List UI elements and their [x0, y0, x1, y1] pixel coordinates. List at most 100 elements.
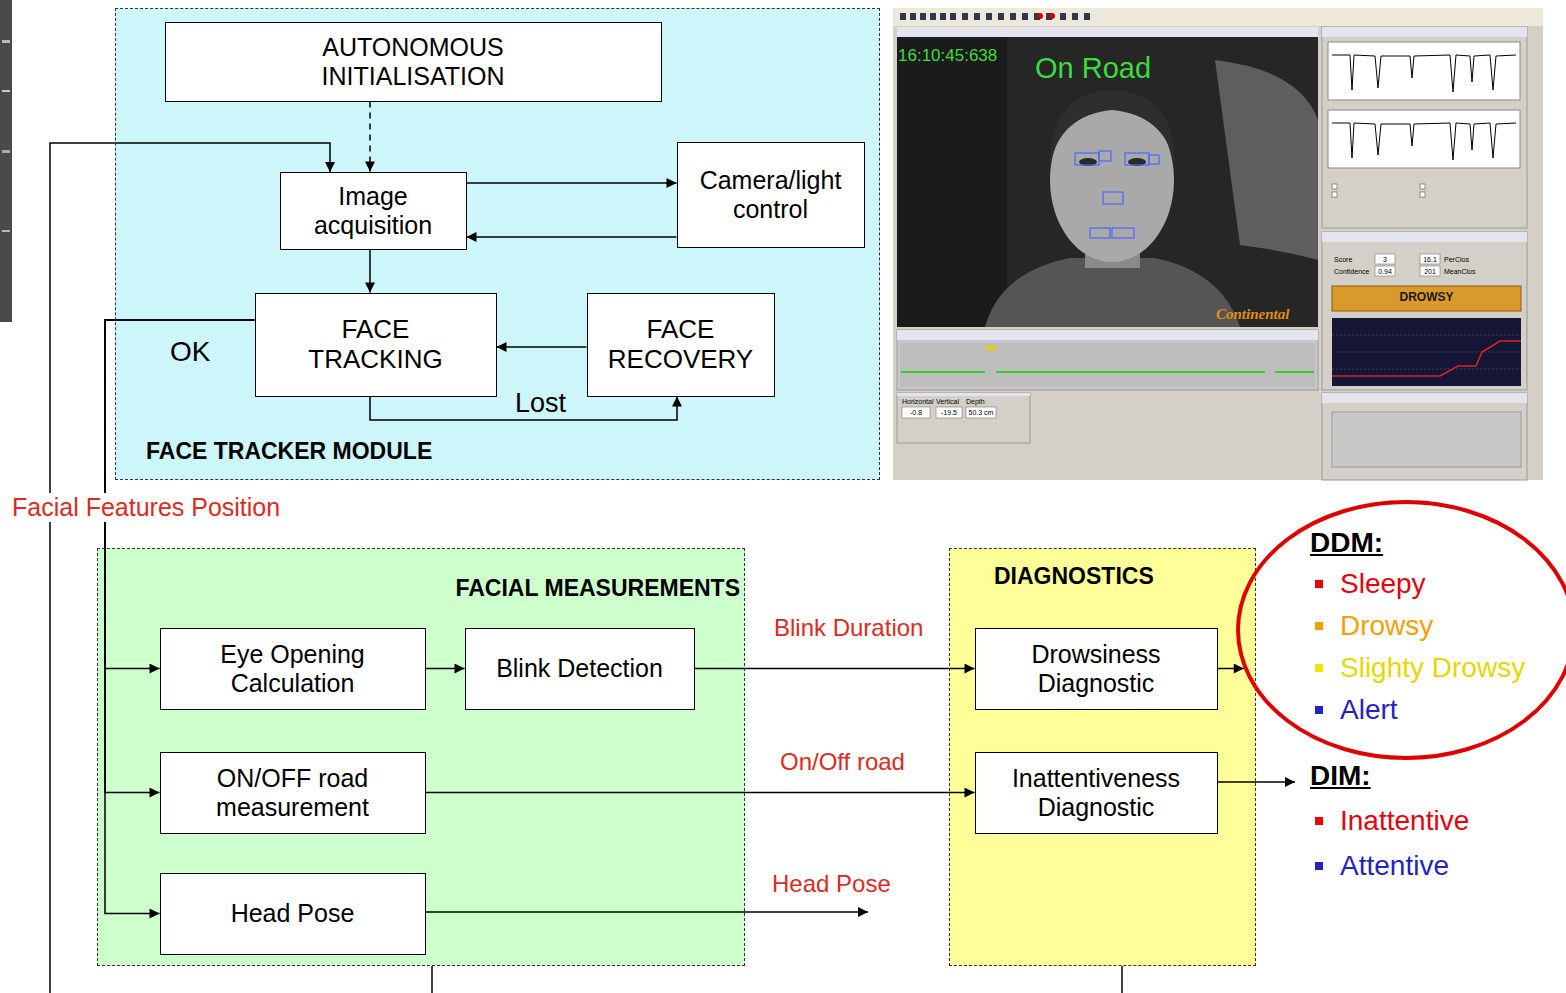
software-screenshot [1322, 27, 1527, 37]
process-box: Camera/light control [677, 142, 865, 248]
software-screenshot [920, 13, 926, 20]
output-state: Slighty Drowsy [1340, 652, 1566, 683]
software-screenshot [1075, 151, 1159, 238]
region-heading: FACIAL MEASUREMENTS [98, 575, 740, 601]
output-state: Attentive [1340, 850, 1449, 882]
software-screenshot [1332, 192, 1337, 197]
connector [1218, 668, 1244, 670]
module-region: DIAGNOSTICSDrowsiness DiagnosticInattent… [949, 548, 1256, 966]
connector [426, 792, 975, 794]
photo-strip [0, 0, 12, 322]
software-screenshot [900, 343, 1315, 387]
output-state: Alert [1340, 694, 1566, 725]
panel-value: 3 [1375, 255, 1395, 265]
warning-badge: DROWSY [1332, 291, 1521, 305]
process-box: Inattentiveness Diagnostic [975, 752, 1218, 834]
software-screenshot [893, 8, 1543, 480]
bullet-square [1315, 862, 1323, 870]
box-label: Drowsiness Diagnostic [994, 640, 1199, 698]
software-screenshot [1215, 60, 1318, 260]
software-screenshot [897, 330, 1318, 390]
software-screenshot [897, 27, 1318, 37]
software-screenshot [893, 8, 1543, 480]
software-screenshot [1328, 42, 1520, 100]
bullet-square [1315, 622, 1323, 630]
software-screenshot [1420, 184, 1425, 189]
region-fill [97, 548, 745, 966]
photo-strip [2, 90, 10, 92]
bullet-square [1315, 706, 1323, 714]
connector [105, 320, 255, 793]
software-screenshot [901, 371, 985, 373]
software-screenshot [1022, 13, 1028, 20]
feedback-wire [1121, 966, 1123, 993]
feedback-wire [50, 143, 1122, 993]
software-screenshot [1332, 184, 1337, 189]
box-label: Inattentiveness Diagnostic [989, 764, 1204, 822]
panel-value: -19.5 [936, 408, 962, 418]
software-screenshot [1420, 266, 1440, 276]
software-screenshot [897, 393, 1030, 396]
module-region: FACIAL MEASUREMENTS Eye Opening Calculati… [97, 548, 745, 966]
process-box: Image acquisition [280, 172, 467, 250]
software-screenshot [1322, 232, 1527, 242]
software-screenshot [1375, 254, 1440, 276]
overlay-status: On Road [1035, 52, 1151, 85]
panel-field: Confidence [1334, 267, 1369, 277]
box-label: FACE RECOVERY [596, 315, 766, 375]
software-screenshot [986, 346, 996, 350]
photo-strip [0, 0, 12, 322]
software-screenshot [1332, 123, 1516, 160]
box-label: Eye Opening Calculation [175, 640, 410, 698]
software-screenshot [1332, 412, 1521, 467]
bullet-square [1315, 817, 1323, 825]
process-box: FACE RECOVERY [587, 293, 775, 397]
software-screenshot [985, 258, 1240, 327]
software-screenshot [1099, 151, 1111, 161]
software-screenshot [1420, 192, 1425, 197]
software-screenshot [897, 37, 1318, 327]
highlight-ellipse: DDM:SleepyDrowsySlighty DrowsyAlert [1236, 500, 1566, 760]
software-screenshot [902, 407, 996, 418]
software-screenshot [897, 37, 1007, 327]
connector [467, 182, 677, 184]
software-screenshot [974, 13, 980, 20]
software-screenshot [950, 13, 956, 20]
software-screenshot [910, 13, 916, 20]
software-screenshot [1375, 266, 1395, 276]
module-region: FACE TRACKER MODULEAUTONOMOUS INITIALISA… [115, 8, 880, 480]
process-box: Blink Detection [465, 628, 695, 710]
output-arrow [1218, 781, 1295, 783]
software-screenshot [1103, 192, 1123, 204]
box-label: Blink Detection [496, 654, 663, 683]
process-box: FACE TRACKING [255, 293, 497, 397]
box-label: FACE TRACKING [288, 315, 463, 375]
software-screenshot [1049, 13, 1055, 19]
region-heading: DIAGNOSTICS [994, 563, 1299, 589]
software-screenshot [1275, 371, 1314, 373]
software-screenshot [1328, 110, 1520, 168]
software-screenshot [1322, 393, 1527, 403]
photo-strip [2, 150, 10, 153]
connector [467, 236, 677, 238]
software-screenshot [1010, 13, 1016, 20]
region-heading: FACE TRACKER MODULE [146, 438, 909, 464]
software-screenshot [901, 371, 1314, 373]
panel-field: Horizontal [902, 397, 934, 407]
software-screenshot [1332, 318, 1521, 386]
panel-value: 16.1 [1420, 255, 1440, 265]
software-screenshot [1332, 352, 1521, 353]
software-screenshot [1149, 155, 1159, 164]
output-state: DDM: [1310, 527, 1566, 558]
software-screenshot [930, 13, 936, 20]
software-screenshot [1332, 184, 1425, 197]
bullet-square [1315, 817, 1323, 870]
box-label: Camera/light control [688, 166, 853, 224]
software-screenshot [1072, 13, 1078, 20]
panel-field: Depth [966, 397, 985, 407]
edge-label: On/Off road [778, 748, 907, 776]
software-screenshot [1332, 335, 1521, 369]
panel-field: Vertical [936, 397, 959, 407]
output-heading: DIM: [1310, 760, 1371, 792]
software-screenshot [897, 330, 1318, 340]
